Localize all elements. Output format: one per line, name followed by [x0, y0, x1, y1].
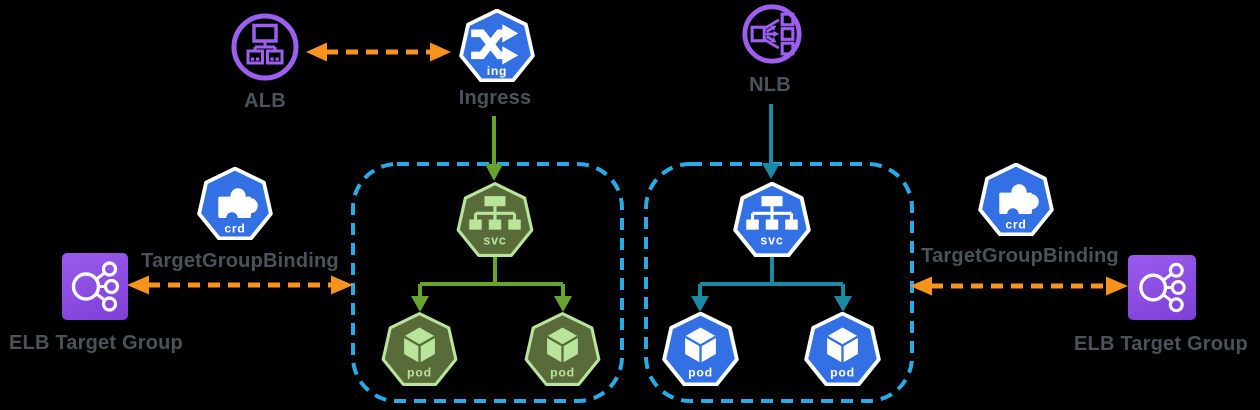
- edge-group-elb-right: [910, 276, 1128, 296]
- pod-badge: pod: [830, 366, 855, 380]
- elb-target-group-icon-left: [62, 253, 128, 320]
- tgb-label-left: TargetGroupBinding: [141, 250, 339, 272]
- pod-glyph: [403, 327, 436, 363]
- crd-badge: crd: [224, 221, 245, 235]
- pod-glyph: [546, 327, 579, 363]
- crd-icon-left: crd: [197, 166, 273, 245]
- pod-badge: pod: [550, 366, 575, 380]
- svc-badge: svc: [760, 233, 783, 247]
- ing-badge: ing: [487, 64, 508, 78]
- ingress-label: Ingress: [458, 87, 532, 109]
- pod-badge: pod: [688, 366, 713, 380]
- svc-blue-icon: svc: [733, 181, 811, 262]
- edge-ingress-svc: [485, 116, 503, 181]
- elb-label-right: ELB Target Group: [1074, 333, 1248, 355]
- pod-blue-icon-1: pod: [662, 311, 739, 391]
- target-group-glyph: [1139, 262, 1186, 313]
- target-group-glyph: [71, 261, 120, 312]
- pod-glyph: [684, 327, 717, 363]
- edge-nlb-svc: [762, 104, 780, 179]
- pod-blue-icon-2: pod: [804, 311, 881, 391]
- crd-badge: crd: [1005, 217, 1026, 231]
- ingress-glyph: [471, 24, 519, 65]
- svc-glyph: [746, 196, 798, 230]
- svc-badge: svc: [483, 233, 506, 247]
- alb-glyph: [246, 23, 284, 65]
- edge-elb-left-group: [127, 275, 353, 295]
- edge-alb-ingress: [306, 42, 451, 62]
- edge-svc-blue-pods: [691, 256, 852, 312]
- nlb-icon: [740, 2, 804, 71]
- edge-svc-green-pods: [411, 256, 572, 312]
- alb-label: ALB: [244, 90, 286, 112]
- svc-glyph: [469, 196, 521, 230]
- pod-badge: pod: [407, 366, 432, 380]
- crd-icon-right: crd: [978, 162, 1054, 241]
- svc-green-icon: svc: [456, 182, 534, 262]
- pod-green-icon-2: pod: [524, 312, 601, 391]
- elb-label-left: ELB Target Group: [9, 332, 183, 354]
- ingress-icon: ing: [459, 8, 535, 87]
- elb-target-group-icon-right: [1128, 255, 1196, 320]
- nlb-glyph: [750, 12, 795, 56]
- pod-glyph: [826, 327, 859, 363]
- puzzle-glyph: [999, 184, 1039, 220]
- alb-icon: [229, 11, 301, 88]
- pod-green-icon-1: pod: [381, 312, 458, 391]
- nlb-label: NLB: [749, 74, 791, 96]
- tgb-label-right: TargetGroupBinding: [921, 245, 1119, 267]
- puzzle-glyph: [218, 188, 258, 224]
